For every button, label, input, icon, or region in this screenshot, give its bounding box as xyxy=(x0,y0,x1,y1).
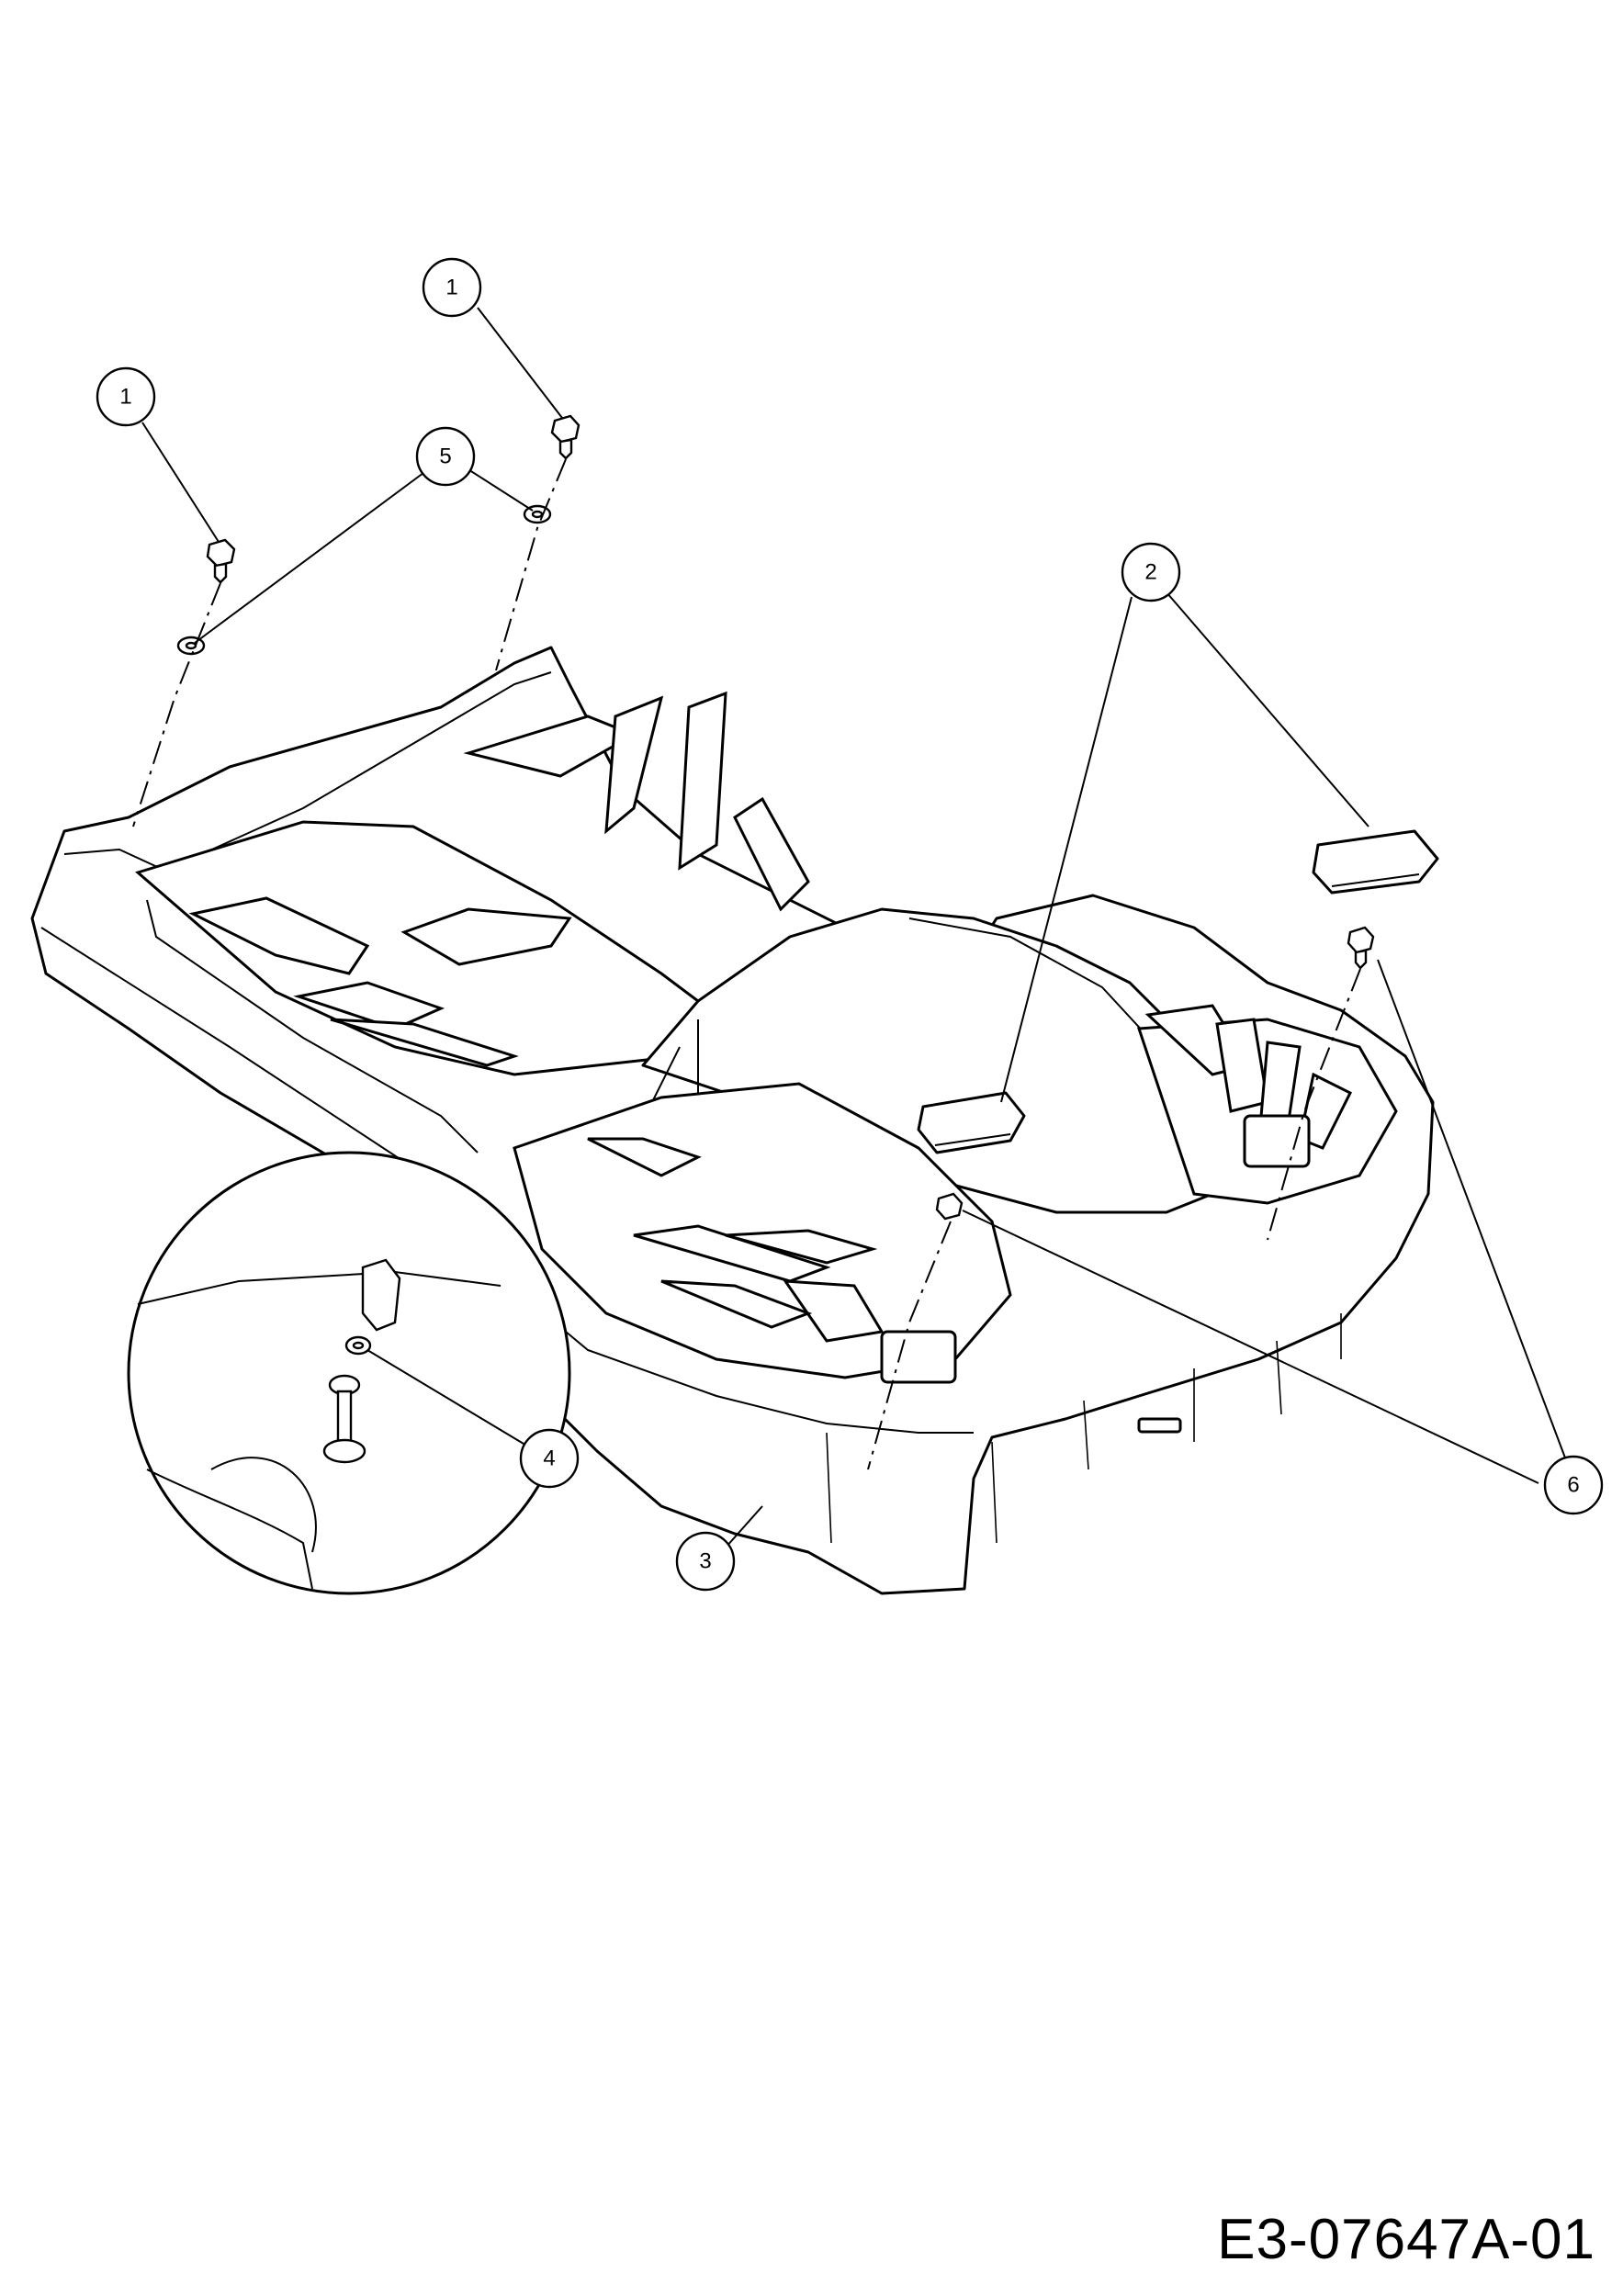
svg-text:4: 4 xyxy=(543,1446,555,1471)
callout-3: 3 xyxy=(675,1531,736,1592)
detail-view xyxy=(127,1151,571,1595)
callout-6: 6 xyxy=(1543,1455,1604,1515)
screw-right xyxy=(550,414,580,460)
callout-4: 4 xyxy=(519,1428,580,1489)
cover-cap-lower xyxy=(917,1091,1026,1154)
svg-text:1: 1 xyxy=(119,385,131,410)
callout-5: 5 xyxy=(415,426,476,487)
callout-1-left: 1 xyxy=(96,366,156,427)
rear-screws xyxy=(935,926,1375,1221)
callout-2: 2 xyxy=(1121,542,1181,602)
assembly-lines xyxy=(132,458,1361,1470)
cover-cap-upper xyxy=(1312,829,1439,895)
svg-text:5: 5 xyxy=(439,445,451,469)
cover-caps xyxy=(917,829,1439,1154)
screw-left xyxy=(206,538,236,584)
svg-text:2: 2 xyxy=(1144,560,1156,585)
callout-1-right: 1 xyxy=(422,257,482,318)
drawing-number: E3-07647A-01 xyxy=(1217,2208,1595,2271)
svg-text:6: 6 xyxy=(1567,1473,1579,1498)
washers xyxy=(176,504,552,656)
leader-lines xyxy=(141,307,1567,1548)
svg-text:1: 1 xyxy=(445,276,457,300)
svg-text:3: 3 xyxy=(699,1549,711,1574)
footboard-body xyxy=(30,646,1435,1595)
